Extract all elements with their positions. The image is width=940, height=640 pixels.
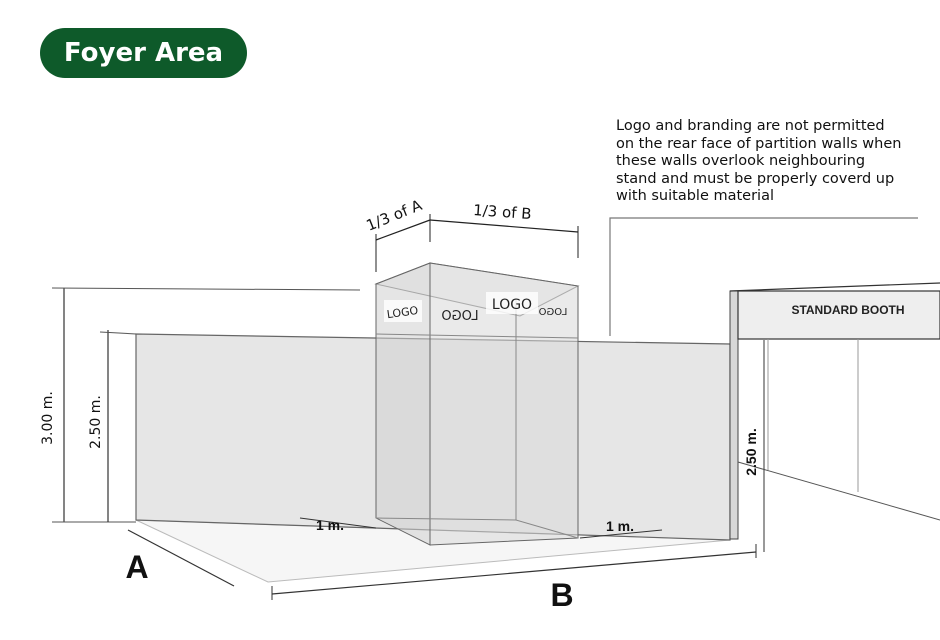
dim-height-3m: 3.00 m. — [40, 391, 56, 445]
tower-logo-band — [375, 333, 579, 339]
note-line: these walls overlook neighbouring — [616, 153, 866, 169]
setback-line-left — [299, 517, 377, 529]
booth-fascia-top — [729, 282, 940, 292]
side-b-label: B — [550, 577, 573, 613]
dim-line-side-b — [271, 551, 757, 595]
branding-note: Logo and branding are not permitted on t… — [616, 118, 936, 206]
note-line: Logo and branding are not permitted — [616, 118, 885, 134]
svg-text:LOGO: LOGO — [441, 309, 478, 324]
setback-left-label: 1 m. — [316, 517, 344, 533]
booth-floor-line — [737, 461, 940, 521]
dim-height-250m: 2.50 m. — [88, 395, 104, 449]
svg-text:LOGO: LOGO — [386, 304, 419, 321]
dim-line-a — [375, 219, 431, 241]
note-line: on the rear face of partition walls when — [616, 135, 902, 152]
standard-booth-label: STANDARD BOOTH — [791, 303, 904, 317]
logo-label-mirrored: LOGO — [441, 309, 478, 324]
page-title: Foyer Area — [40, 28, 247, 78]
side-a-label: A — [125, 549, 148, 585]
dim-one-third-a: 1/3 of A — [364, 196, 426, 235]
dim-tick — [99, 331, 137, 335]
setback-right-label: 1 m. — [606, 518, 634, 534]
logo-label: LOGO — [486, 292, 538, 314]
note-line: stand and must be properly coverd up — [616, 170, 895, 187]
svg-text:LOGO: LOGO — [539, 307, 568, 318]
booth-fascia — [737, 290, 940, 340]
logo-label: LOGO — [384, 300, 422, 322]
dim-tick — [51, 287, 361, 291]
logo-label-mirrored: LOGO — [539, 307, 568, 318]
setback-line-right — [579, 529, 663, 539]
booth-post — [729, 290, 739, 540]
dim-line-side-a — [127, 529, 235, 587]
dim-line-b — [429, 219, 579, 233]
dim-one-third-b: 1/3 of B — [473, 201, 533, 223]
svg-text:LOGO: LOGO — [492, 297, 532, 313]
rear-partition-outline — [609, 217, 918, 336]
tower-base — [375, 517, 579, 539]
booth-height-label: 2.50 m. — [743, 428, 759, 475]
note-line: with suitable material — [616, 188, 774, 204]
